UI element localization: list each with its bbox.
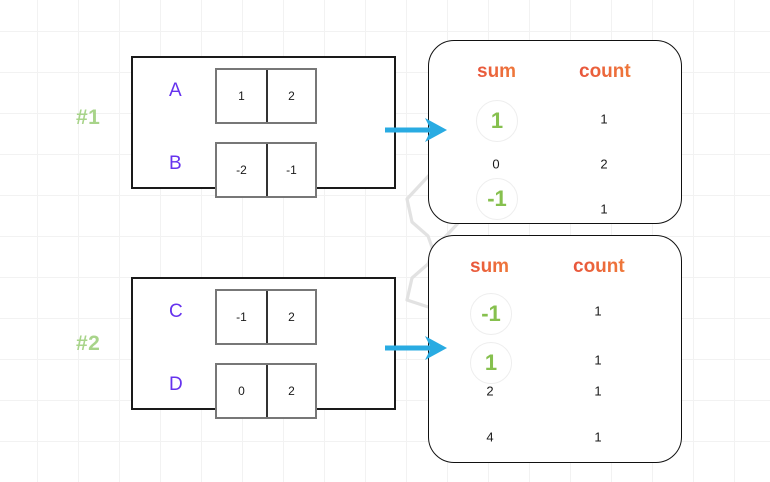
sum-value-p2-r2: 2 (486, 383, 494, 399)
sum-value-p1-r2: -1 (487, 186, 507, 211)
count-value-p1-r0: 1 (600, 111, 608, 127)
count-value-p1-r1: 2 (600, 156, 608, 172)
input-box-1: A 1 2 B -2 -1 (131, 56, 396, 198)
sum-value-p2-r1: 1 (484, 350, 498, 375)
count-value-p2-r2: 1 (594, 383, 602, 399)
input-cell-c-1: 2 (266, 291, 315, 343)
input-cell-b-1: -1 (266, 144, 315, 196)
input-row-cells-b: -2 -1 (215, 142, 317, 198)
input-row-label-c: C (169, 301, 183, 322)
result-panel-1: sum count (428, 40, 682, 224)
input-row-cells-a: 1 2 (215, 68, 317, 124)
column-header-sum-1: sum (477, 61, 517, 82)
input-cell-b-0: -2 (236, 163, 247, 177)
input-row-cells-d: 0 2 (215, 363, 317, 419)
sum-value-p1-r0: 1 (490, 108, 504, 133)
sum-value-p2-r0: -1 (481, 301, 501, 326)
input-cell-d-0: 0 (238, 384, 245, 398)
step-label-2: #2 (76, 332, 101, 355)
count-value-p2-r3: 1 (594, 429, 602, 445)
input-row-cells-c: -1 2 (215, 289, 317, 345)
column-header-sum-2: sum (470, 256, 510, 277)
input-cell-d-1: 2 (266, 365, 315, 417)
input-cell-a-0: 1 (238, 89, 245, 103)
highlight-circle-p1-r2 (476, 178, 518, 220)
count-value-p1-r2: 1 (600, 201, 608, 217)
column-header-count-2: count (573, 256, 625, 277)
input-row-label-a: A (169, 80, 182, 101)
highlight-circle-p2-r0 (470, 293, 512, 335)
input-box-2: C -1 2 D 0 2 (131, 277, 396, 419)
step-label-1: #1 (76, 106, 101, 129)
highlight-circle-p1-r0 (476, 100, 518, 142)
count-value-p2-r0: 1 (594, 303, 602, 319)
sum-value-p2-r3: 4 (486, 429, 494, 445)
count-value-p2-r1: 1 (594, 352, 602, 368)
input-row-label-b: B (169, 153, 182, 174)
highlight-circle-p2-r1 (470, 342, 512, 384)
result-panel-2: sum count (428, 235, 682, 463)
sum-value-p1-r1: 0 (492, 156, 500, 172)
column-header-count-1: count (579, 61, 631, 82)
input-cell-c-0: -1 (236, 310, 247, 324)
input-row-label-d: D (169, 374, 183, 395)
input-cell-a-1: 2 (266, 70, 315, 122)
